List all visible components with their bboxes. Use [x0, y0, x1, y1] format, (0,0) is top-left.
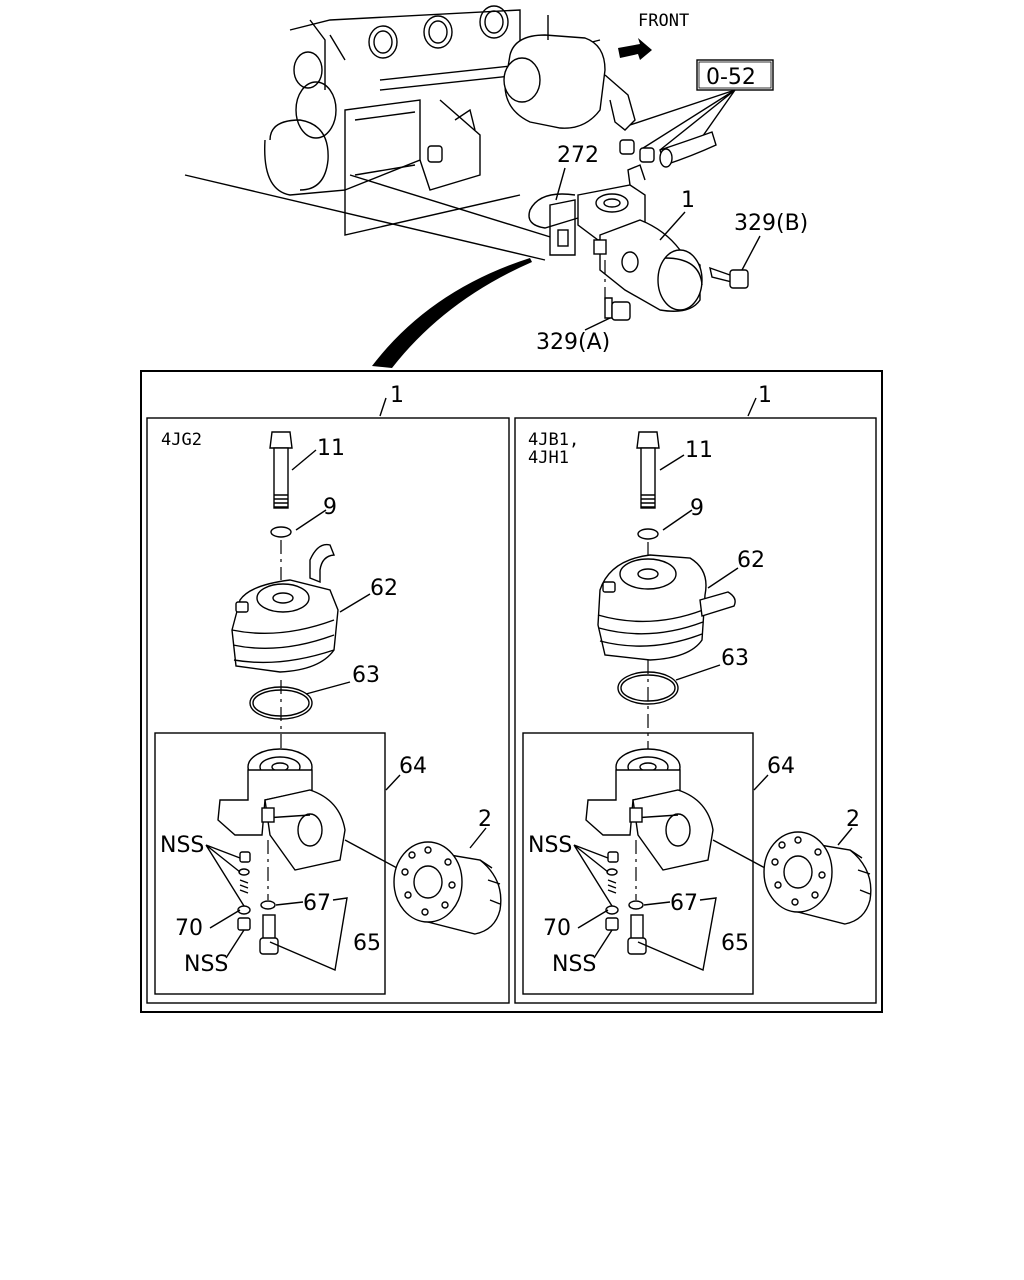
- panel-right-part-64: 64: [767, 754, 795, 779]
- panel-right-part-11: 11: [685, 438, 713, 463]
- detail-arrow: [372, 258, 532, 368]
- leader-329a: [584, 317, 611, 331]
- oil-cooler-assembly-top: [184, 164, 749, 321]
- leader-329b: [741, 235, 761, 271]
- panel-right-part-65: 65: [721, 931, 749, 956]
- panel-left-number: 1: [390, 383, 404, 408]
- panel-right-model-1: 4JB1,: [528, 430, 579, 450]
- panel-left-part-2: 2: [478, 807, 492, 832]
- panel-left-part-63: 63: [352, 663, 380, 688]
- panel-right-nss-1: NSS: [528, 833, 572, 858]
- panel-right: [514, 397, 877, 1004]
- ref-box-leaders: [629, 89, 736, 151]
- callout-329b: 329(B): [734, 211, 808, 236]
- panel-left: [146, 397, 510, 1004]
- leader-1-top: [659, 211, 686, 241]
- panel-right-number: 1: [758, 383, 772, 408]
- front-label: FRONT: [638, 11, 689, 31]
- hose-assembly: [619, 131, 717, 168]
- callout-272: 272: [557, 143, 599, 168]
- panel-left-nss-1: NSS: [160, 833, 204, 858]
- panel-right-nss-2: NSS: [552, 952, 596, 977]
- panel-right-part-9: 9: [690, 496, 704, 521]
- panel-left-nss-2: NSS: [184, 952, 228, 977]
- panel-left-part-67: 67: [303, 891, 331, 916]
- panel-right-part-2: 2: [846, 807, 860, 832]
- callout-329a: 329(A): [536, 330, 610, 355]
- callout-1-top: 1: [681, 188, 695, 213]
- panel-left-part-62: 62: [370, 576, 398, 601]
- panel-left-part-11: 11: [317, 436, 345, 461]
- reference-box-label: 0-52: [706, 65, 756, 90]
- panel-right-part-70: 70: [543, 916, 571, 941]
- panel-right-part-67: 67: [670, 891, 698, 916]
- engine-block-illustration: [264, 5, 652, 236]
- panel-left-model-1: 4JG2: [161, 430, 202, 450]
- panel-right-part-62: 62: [737, 548, 765, 573]
- panel-right-model-2: 4JH1: [528, 448, 569, 468]
- panel-left-part-70: 70: [175, 916, 203, 941]
- detail-frame: [140, 370, 883, 1013]
- leader-272: [555, 167, 566, 201]
- panel-left-part-65: 65: [353, 931, 381, 956]
- panel-left-part-64: 64: [399, 754, 427, 779]
- panel-left-part-9: 9: [323, 495, 337, 520]
- panel-right-part-63: 63: [721, 646, 749, 671]
